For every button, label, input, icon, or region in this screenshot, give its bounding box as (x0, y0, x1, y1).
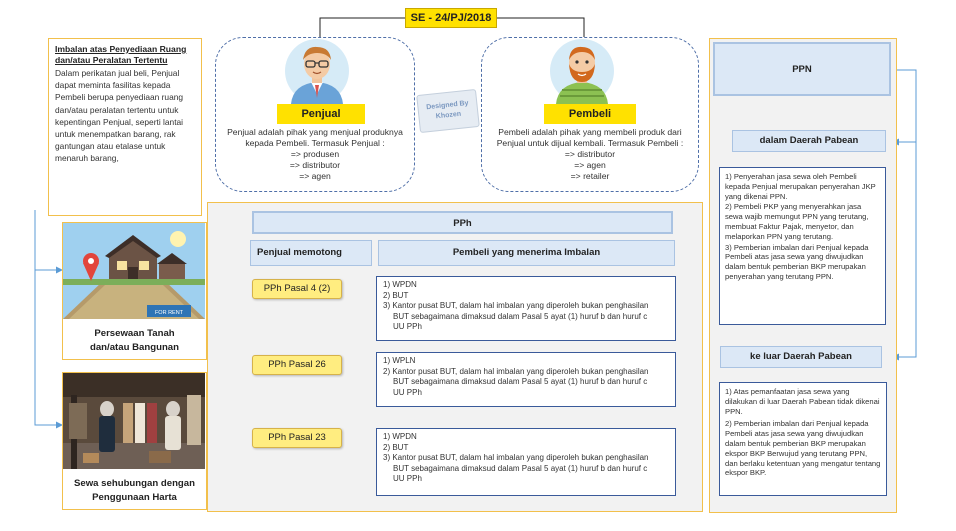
rental-property-caption: Persewaan Tanah dan/atau Bangunan (89, 328, 179, 353)
house-for-rent-image: FOR RENT (63, 223, 205, 319)
equipment-rental-caption: Sewa sehubungan dengan Penggunaan Harta (73, 478, 195, 503)
equipment-rental-card: Sewa sehubungan dengan Penggunaan Harta (62, 372, 207, 510)
recipient-item: 2) BUT (383, 290, 409, 300)
ppn-inside-list: 1) Penyerahan jasa sewa oleh Pembeli kep… (719, 167, 886, 325)
ppn-outside-item: 2) Pemberian imbalan dari Penjual kepada… (725, 419, 881, 478)
ppn-outside-list: 1) Atas pemanfaatan jasa sewa yang dilak… (719, 382, 887, 496)
recipient-item: BUT sebagaimana dimaksud dalam Pasal 5 a… (393, 311, 648, 321)
pph-pasal-4-2: PPh Pasal 4 (2) (252, 279, 342, 299)
for-rent-sign: FOR RENT (155, 310, 184, 316)
recipient-item: 3) Kantor pusat BUT, dalam hal imbalan y… (383, 301, 649, 310)
recipient-item: 3) Kantor pusat BUT, dalam hal imbalan y… (383, 453, 649, 462)
left-panel-heading: Imbalan atas Penyediaan Ruang dan/atau P… (55, 44, 187, 65)
clothing-store-image (63, 373, 205, 469)
ppn-header: PPN (713, 42, 891, 96)
recipient-item: 1) WPDN (383, 280, 417, 289)
buyer-desc-line: => agen (574, 160, 606, 170)
seller-desc-line: kepada Pembeli. Termasuk Penjual : (245, 138, 385, 148)
ppn-inside-item: 3) Pemberian imbalan dari Penjual kepada… (725, 242, 869, 281)
recipient-item: UU PPh (393, 322, 422, 331)
pph-row-3-recipients: 1) WPDN 2) BUT 3) Kantor pusat BUT, dala… (376, 428, 676, 496)
buyer-desc-line: => distributor (564, 149, 616, 159)
rental-property-card: FOR RENT Persewaan Tanah dan/atau Bangun… (62, 222, 207, 360)
seller-desc-line: => agen (299, 171, 331, 181)
pph-col-pembeli: Pembeli yang menerima Imbalan (378, 240, 675, 266)
seller-desc-line: Penjual adalah pihak yang menjual produk… (227, 127, 403, 137)
buyer-desc-line: => retailer (570, 171, 610, 181)
pph-pasal-23: PPh Pasal 23 (252, 428, 342, 448)
pph-row-1-recipients: 1) WPDN 2) BUT 3) Kantor pusat BUT, dala… (376, 276, 676, 341)
left-info-panel: Imbalan atas Penyediaan Ruang dan/atau P… (48, 38, 202, 216)
seller-label: Penjual (277, 104, 365, 124)
recipient-item: 1) WPLN (383, 356, 416, 365)
recipient-item: 2) BUT (383, 442, 409, 452)
buyer-label: Pembeli (544, 104, 636, 124)
ppn-inside-item: 2) Pembeli PKP yang menyerahkan jasa sew… (725, 202, 869, 241)
seller-desc-line: => produsen (290, 149, 340, 159)
seller-description: Penjual adalah pihak yang menjual produk… (222, 127, 408, 182)
seller-avatar-icon (285, 39, 349, 104)
ppn-inside-title: dalam Daerah Pabean (732, 130, 886, 152)
buyer-description: Pembeli adalah pihak yang membeli produk… (488, 127, 692, 182)
recipient-item: BUT sebagaimana dimaksud dalam Pasal 5 a… (393, 463, 648, 473)
buyer-desc-line: Penjual untuk dijual kembali. Termasuk P… (496, 138, 684, 148)
recipient-item: 2) Kantor pusat BUT, dalam hal imbalan y… (383, 366, 649, 376)
seller-desc-line: => distributor (289, 160, 341, 170)
ppn-outside-item: 1) Atas pemanfaatan jasa sewa yang dilak… (725, 387, 880, 416)
buyer-avatar-icon (550, 39, 614, 104)
recipient-item: UU PPh (393, 387, 422, 397)
ppn-inside-item: 1) Penyerahan jasa sewa oleh Pembeli kep… (725, 172, 876, 201)
pph-row-2-recipients: 1) WPLN 2) Kantor pusat BUT, dalam hal i… (376, 352, 676, 407)
watermark-badge: Designed By Khozen (416, 88, 480, 134)
pph-pasal-26: PPh Pasal 26 (252, 355, 342, 375)
ppn-outside-title: ke luar Daerah Pabean (720, 346, 882, 368)
left-panel-body: Dalam perikatan jual beli, Penjual dapat… (55, 68, 184, 164)
recipient-item: BUT sebagaimana dimaksud dalam Pasal 5 a… (393, 377, 648, 386)
page-title: SE - 24/PJ/2018 (405, 8, 497, 28)
pph-header: PPh (252, 211, 673, 234)
buyer-desc-line: Pembeli adalah pihak yang membeli produk… (498, 127, 682, 137)
recipient-item: UU PPh (393, 474, 422, 483)
recipient-item: 1) WPDN (383, 432, 417, 441)
pph-col-penjual: Penjual memotong (250, 240, 372, 266)
